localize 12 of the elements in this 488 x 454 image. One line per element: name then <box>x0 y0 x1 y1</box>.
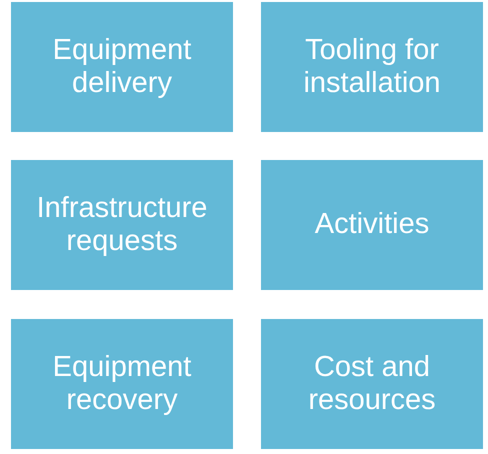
topic-box <box>261 2 483 132</box>
box-label: Infrastructure requests <box>36 192 208 258</box>
topic-box <box>11 160 233 290</box>
topic-box <box>261 160 483 290</box>
topic-box <box>11 319 233 449</box>
box-label: Equipment recovery <box>52 350 192 418</box>
box-label: Activities <box>314 208 430 242</box>
box-label: Tooling for installation <box>302 34 442 100</box>
topic-box <box>11 2 233 132</box>
box-label: Cost and resources <box>307 350 437 418</box>
box-label: Equipment delivery <box>52 34 192 100</box>
topic-box <box>261 319 483 449</box>
